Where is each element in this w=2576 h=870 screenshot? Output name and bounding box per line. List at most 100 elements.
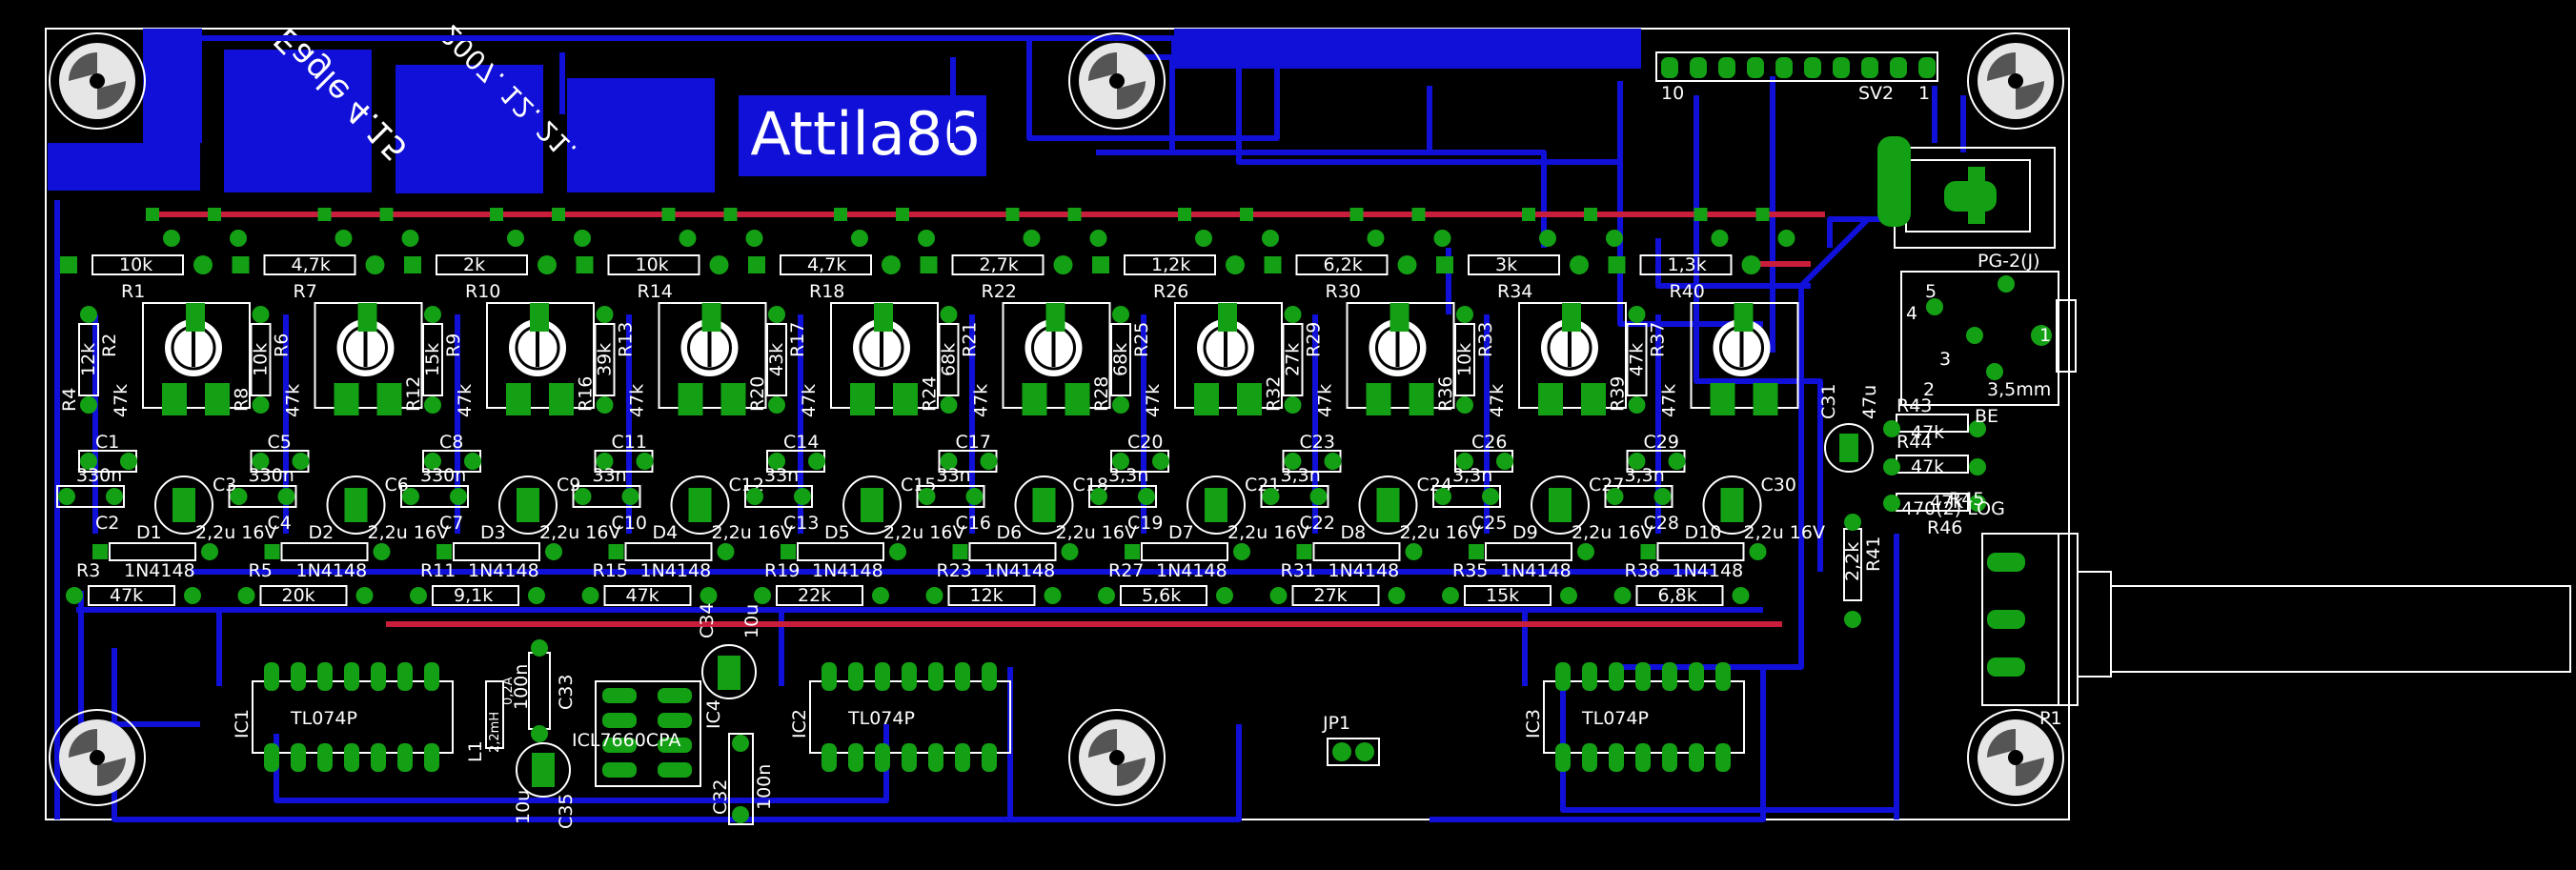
cap3-value: 2,2u 16V xyxy=(368,522,449,543)
cap1-name: C29 xyxy=(1644,432,1679,453)
power-jack: PG-2(J) xyxy=(1877,136,2056,272)
potentiometer-p1: P1 xyxy=(1981,533,2571,729)
resistor-side2-name: R24 xyxy=(920,376,941,412)
header-sv2: 10 SV2 1 xyxy=(1655,51,1938,104)
resistor-top-name: R14 xyxy=(638,281,673,302)
cap1-name: C1 xyxy=(95,432,119,453)
diode-type: 1N4148 xyxy=(124,560,195,581)
r43-name: R43 xyxy=(1897,395,1932,416)
c34-value: 10u xyxy=(741,604,762,638)
trimmer-value: 47k xyxy=(971,384,992,417)
trimmer-value: 47k xyxy=(1315,384,1336,417)
c31-name: C31 xyxy=(1818,384,1839,419)
cap1-name: C11 xyxy=(612,432,647,453)
c34-name: C34 xyxy=(697,603,718,638)
mounting-hole xyxy=(1967,709,2064,806)
diode-name: D4 xyxy=(653,522,679,543)
resistor-bottom-value: 20k xyxy=(282,585,315,606)
resistor-top-name: R18 xyxy=(809,281,844,302)
p1-name: P1 xyxy=(2039,708,2062,729)
resistor-bottom-value: 15k xyxy=(1486,585,1519,606)
resistor-side-name: R6 xyxy=(272,334,293,357)
cap3-value: 2,2u 16V xyxy=(712,522,793,543)
resistor-side-value: 39k xyxy=(595,343,616,376)
resistor-side-value: 27k xyxy=(1283,343,1304,376)
audio-pin-4: 4 xyxy=(1906,303,1917,324)
cap3-value: 2,2u 16V xyxy=(1056,522,1137,543)
mounting-hole xyxy=(1967,32,2064,130)
jumper-jp1: JP1 xyxy=(1322,713,1380,766)
diode-type: 1N4148 xyxy=(640,560,712,581)
power-section: 100n C33 2,2mH 0,2A L1 10u C35 C34 10u C… xyxy=(465,603,775,829)
resistor-top-name: R34 xyxy=(1497,281,1532,302)
cap2-name: C19 xyxy=(1127,513,1163,534)
resistor-side-name: R17 xyxy=(787,322,808,357)
cap1-name: C5 xyxy=(268,432,292,453)
diode-type: 1N4148 xyxy=(1673,560,1744,581)
resistor-side-value: 68k xyxy=(1110,343,1131,376)
ic-name: IC3 xyxy=(1523,709,1544,738)
trimmer-value: 47k xyxy=(283,384,304,417)
resistor-side2-name: R32 xyxy=(1264,376,1285,412)
ic-name: IC2 xyxy=(789,709,810,738)
opamp-ic: TL074P IC1 xyxy=(232,662,454,772)
resistor-bottom-value: 47k xyxy=(626,585,659,606)
l1-current: 0,2A xyxy=(501,677,516,705)
resistor-bottom-value: 6,8k xyxy=(1658,585,1697,606)
diode-name: D6 xyxy=(997,522,1023,543)
l1-name: L1 xyxy=(465,740,486,762)
cap1-name: C8 xyxy=(439,432,463,453)
diode-type: 1N4148 xyxy=(984,560,1056,581)
cap2-name: C2 xyxy=(95,513,119,534)
diode-name: D9 xyxy=(1512,522,1538,543)
resistor-side-name: R25 xyxy=(1131,322,1152,357)
resistor-side-value: 43k xyxy=(766,343,787,376)
resistor-bottom-value: 27k xyxy=(1314,585,1348,606)
resistor-bottom-value: 22k xyxy=(798,585,831,606)
cap1-value: 33n xyxy=(593,465,627,486)
cap3-value: 2,2u 16V xyxy=(883,522,964,543)
resistor-side2-name: R12 xyxy=(403,376,424,412)
resistor-bottom-name: R11 xyxy=(420,560,456,581)
audio-jack: 5 4 3 2 1 3,5mm xyxy=(1900,271,2077,406)
resistor-side2-name: R28 xyxy=(1091,376,1112,412)
resistor-bottom-name: R3 xyxy=(76,560,100,581)
trimmer-value: 47k xyxy=(1659,384,1680,417)
resistor-top-value: 6,2k xyxy=(1324,254,1363,275)
trimmer-value: 47k xyxy=(455,384,476,417)
jp1-name: JP1 xyxy=(1322,713,1350,734)
cap3-value: 2,2u 16V xyxy=(195,522,276,543)
audio-pin-5: 5 xyxy=(1925,281,1937,302)
resistor-side-name: R13 xyxy=(616,322,637,357)
r44-value: 47k xyxy=(1911,422,1944,443)
c35-value: 10u xyxy=(513,790,534,824)
resistor-side-name: R37 xyxy=(1648,322,1669,357)
resistor-top-name: R22 xyxy=(982,281,1017,302)
trimmer-value: 47k xyxy=(1487,384,1508,417)
resistor-bottom-name: R27 xyxy=(1108,560,1144,581)
resistor-side2-name: R20 xyxy=(747,376,768,412)
resistor-top-name: R30 xyxy=(1326,281,1361,302)
c33-name: C33 xyxy=(556,675,577,710)
diode-name: D8 xyxy=(1341,522,1367,543)
ic-name: IC1 xyxy=(232,709,253,738)
resistor-top-value: 2,7k xyxy=(980,254,1019,275)
ic-type: TL074P xyxy=(290,708,357,729)
resistor-side-value: 12k xyxy=(78,343,99,376)
resistor-bottom-name: R5 xyxy=(249,560,273,581)
c32-name: C32 xyxy=(710,779,731,815)
resistor-bottom-name: R23 xyxy=(937,560,972,581)
audio-jack-label: 3,5mm xyxy=(1987,379,2051,400)
diode-name: D10 xyxy=(1685,522,1722,543)
cap1-value: 330n xyxy=(76,465,122,486)
sv2-name: SV2 xyxy=(1858,83,1894,104)
cap3-name: C30 xyxy=(1761,475,1796,496)
